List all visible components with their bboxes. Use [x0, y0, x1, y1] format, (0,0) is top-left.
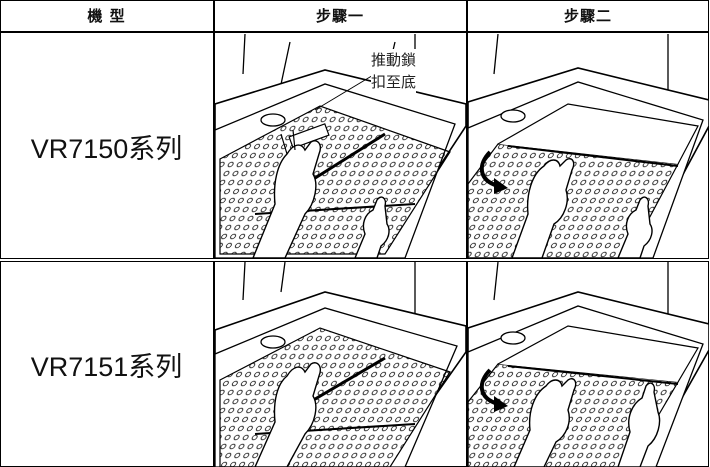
header-step-one: 步驟一 [315, 7, 364, 25]
callout-push-lock: 推動鎖 扣至底 [371, 49, 417, 93]
step-two-illustration-vr7151 [468, 262, 709, 467]
model-label-vr7151: VR7151系列 [30, 352, 183, 382]
row-divider [0, 258, 709, 262]
model-label-vr7150: VR7150系列 [30, 133, 183, 164]
table-header-row [0, 0, 709, 33]
column-divider [466, 0, 468, 467]
column-divider [213, 0, 215, 467]
step-one-illustration-vr7150 [215, 34, 466, 258]
step-one-illustration-vr7151 [215, 262, 466, 467]
header-step-two: 步驟二 [563, 7, 612, 25]
callout-line-2: 扣至底 [371, 73, 417, 91]
step-two-illustration-vr7150 [468, 34, 709, 258]
callout-line-1: 推動鎖 [371, 51, 417, 69]
header-model: 機 型 [87, 7, 126, 25]
